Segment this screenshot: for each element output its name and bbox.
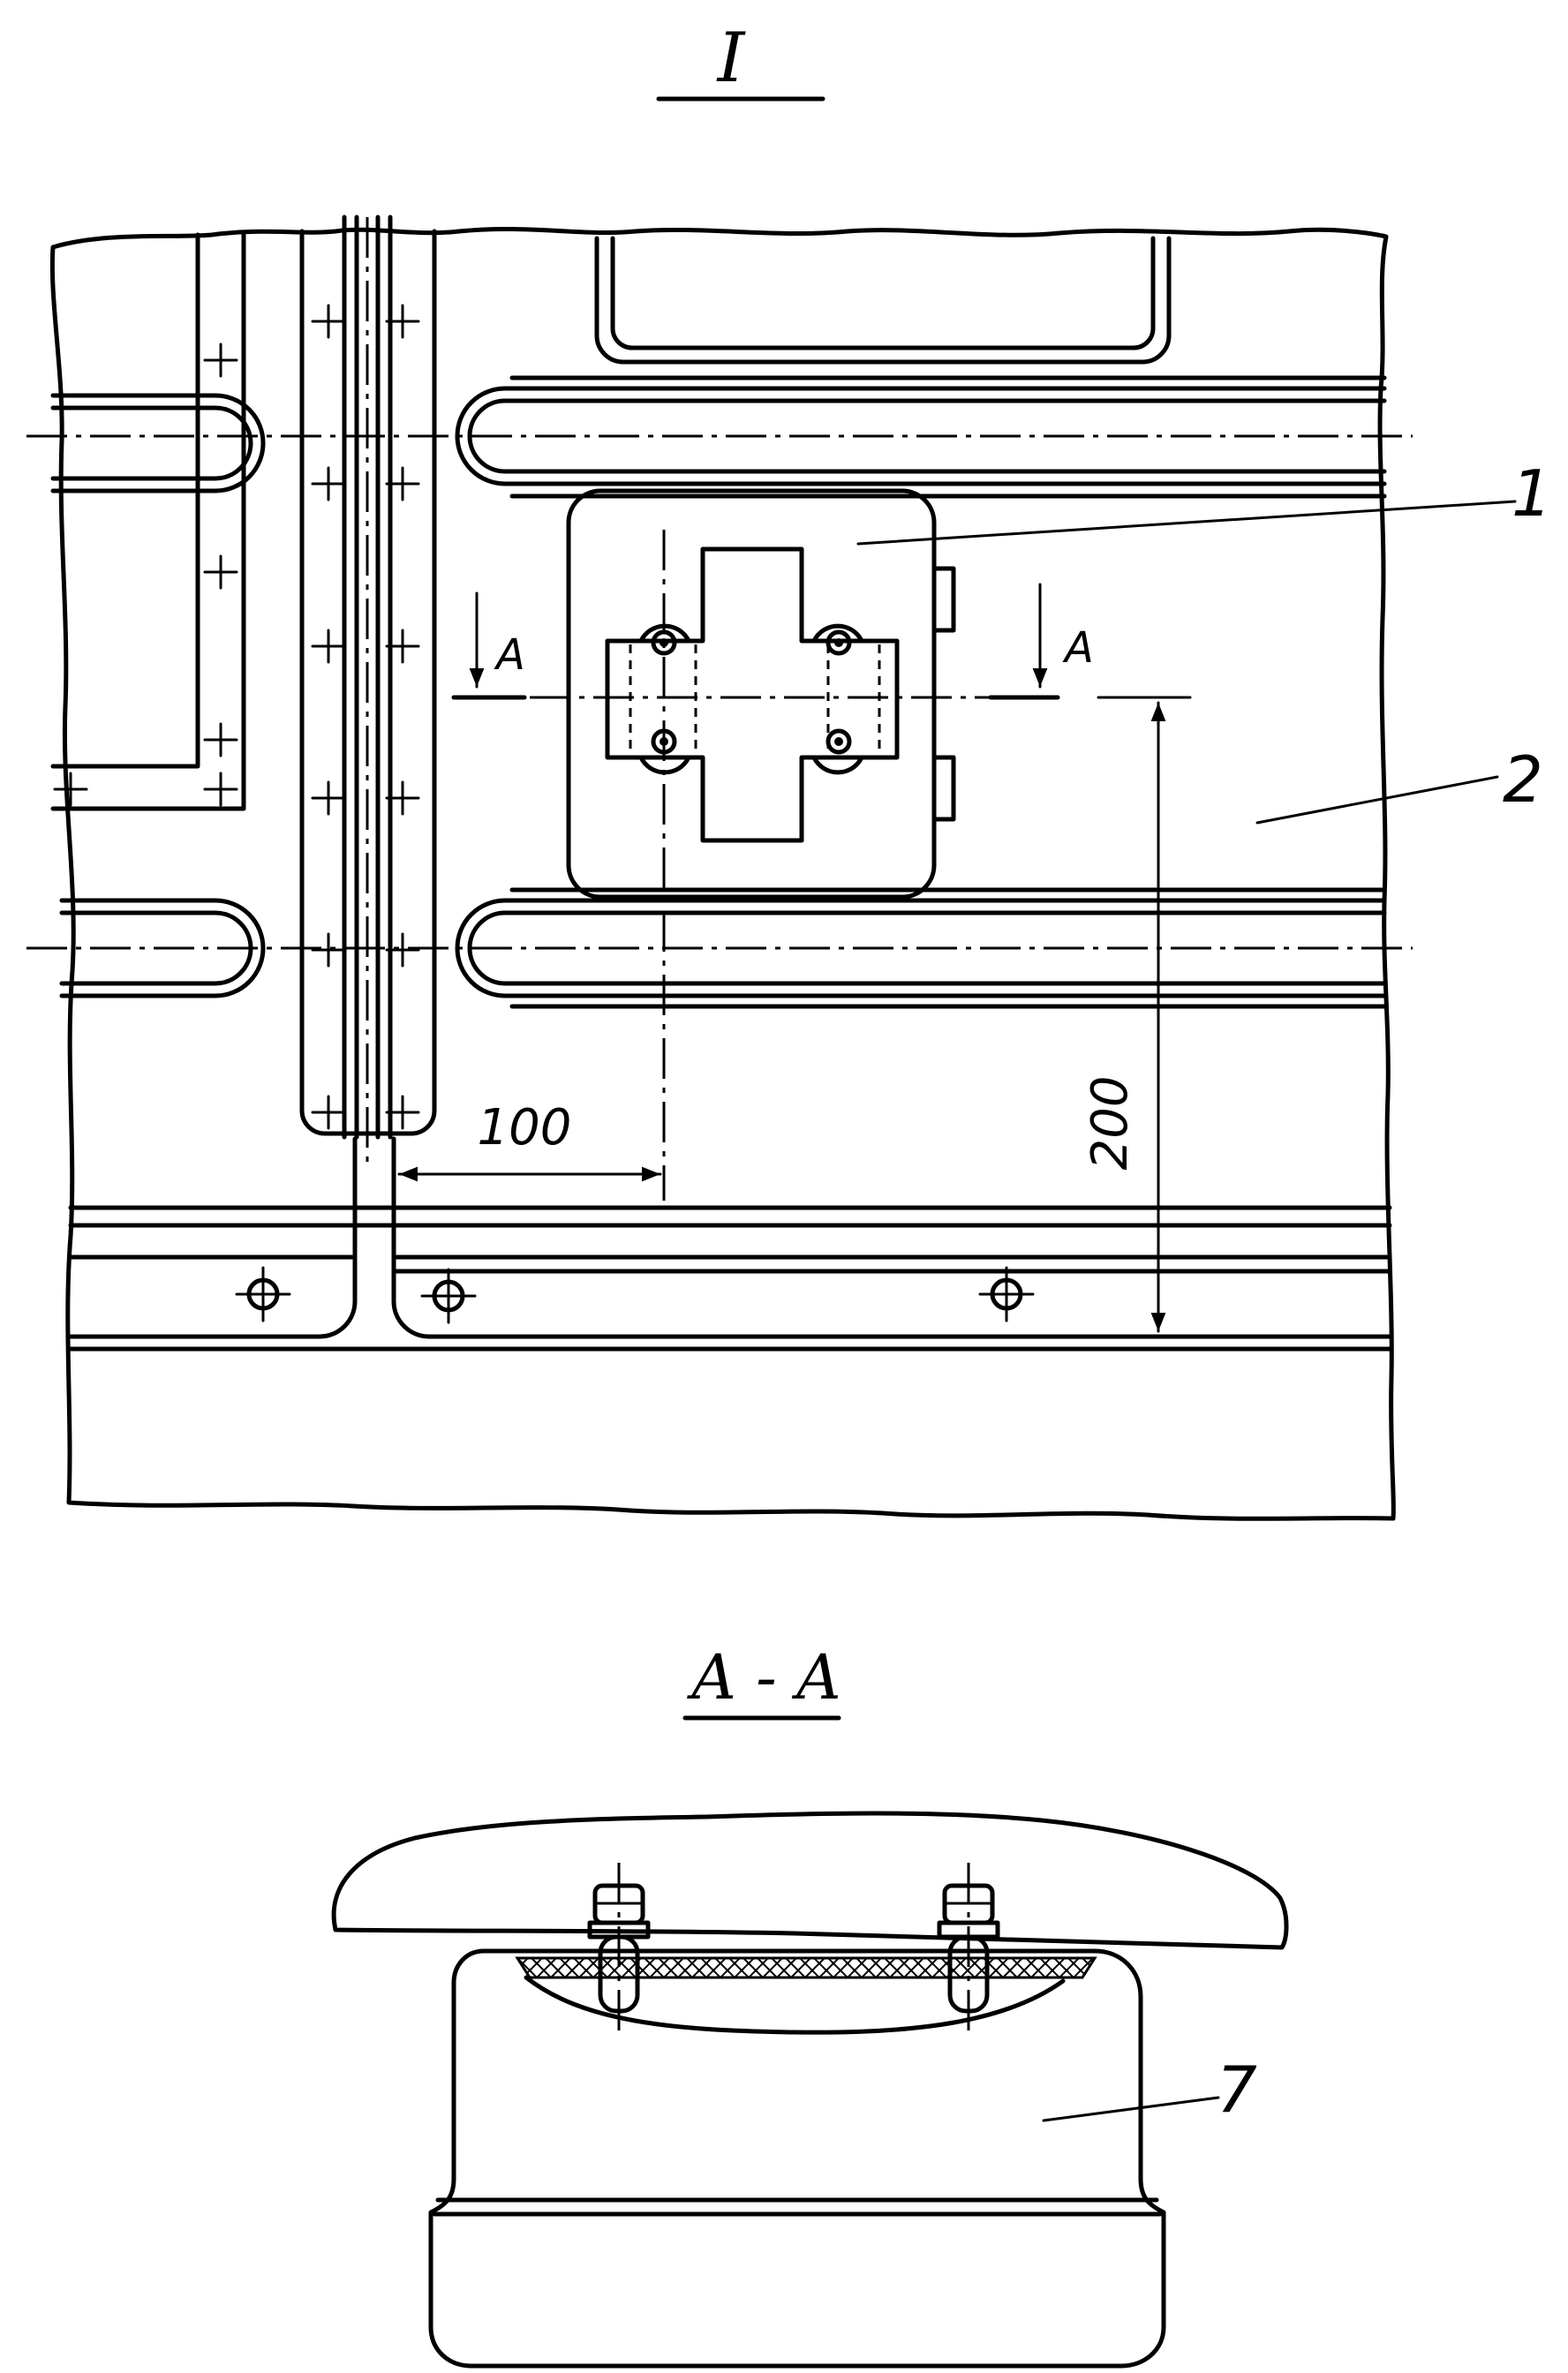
callout-1-label: 1 xyxy=(1511,456,1552,531)
strap-rivets xyxy=(311,304,420,1130)
section-bolt-left xyxy=(587,1863,651,2030)
callout-2-label: 2 xyxy=(1503,742,1543,817)
left-inset-rivets xyxy=(53,343,238,807)
rib-lower-left xyxy=(59,898,266,998)
bottom-band-left-end xyxy=(68,1136,358,1339)
mounting-plate xyxy=(566,488,937,900)
panel-outline xyxy=(49,226,1396,1521)
bracket-lugs xyxy=(629,623,881,775)
section-mark-right xyxy=(988,583,1060,700)
skin-section xyxy=(331,1811,1289,1950)
gasket-hatch xyxy=(515,1956,1097,1979)
rib-upper-left xyxy=(50,393,266,493)
callout-2-leader xyxy=(1255,775,1499,825)
section-mark-left-label: A xyxy=(494,630,525,680)
callout-7-leader xyxy=(1042,2096,1220,2122)
bottom-band-right-end xyxy=(391,1136,1392,1339)
left-inset-panel-inner xyxy=(50,232,246,811)
plate-tab-upper xyxy=(931,566,956,633)
rib-upper-left-inner xyxy=(50,405,253,481)
plate-tab-lower xyxy=(931,755,956,822)
unit-body xyxy=(428,1948,1166,2369)
dim-200-label: 200 xyxy=(1082,1076,1139,1171)
section-mark-right-label: A xyxy=(1062,623,1094,673)
section-bolt-right xyxy=(937,1863,1000,2030)
callout-1-leader xyxy=(856,500,1517,546)
top-recess xyxy=(594,236,1172,365)
section-title: A - A xyxy=(686,1641,841,1714)
dim-100-label: 100 xyxy=(478,1099,572,1156)
left-inset-panel xyxy=(50,232,200,769)
gasket-underside xyxy=(524,1975,1066,2035)
top-recess-inner xyxy=(610,236,1156,350)
rib-lower-right-inner xyxy=(467,910,1387,986)
view-title: I xyxy=(716,19,747,98)
section-mark-left xyxy=(451,591,527,700)
cross-bracket xyxy=(605,546,900,843)
callout-7-label: 7 xyxy=(1217,2053,1257,2127)
bracket-bolts xyxy=(651,629,852,755)
band-bolts xyxy=(235,1266,1035,1324)
rib-upper-right-inner xyxy=(467,398,1387,474)
